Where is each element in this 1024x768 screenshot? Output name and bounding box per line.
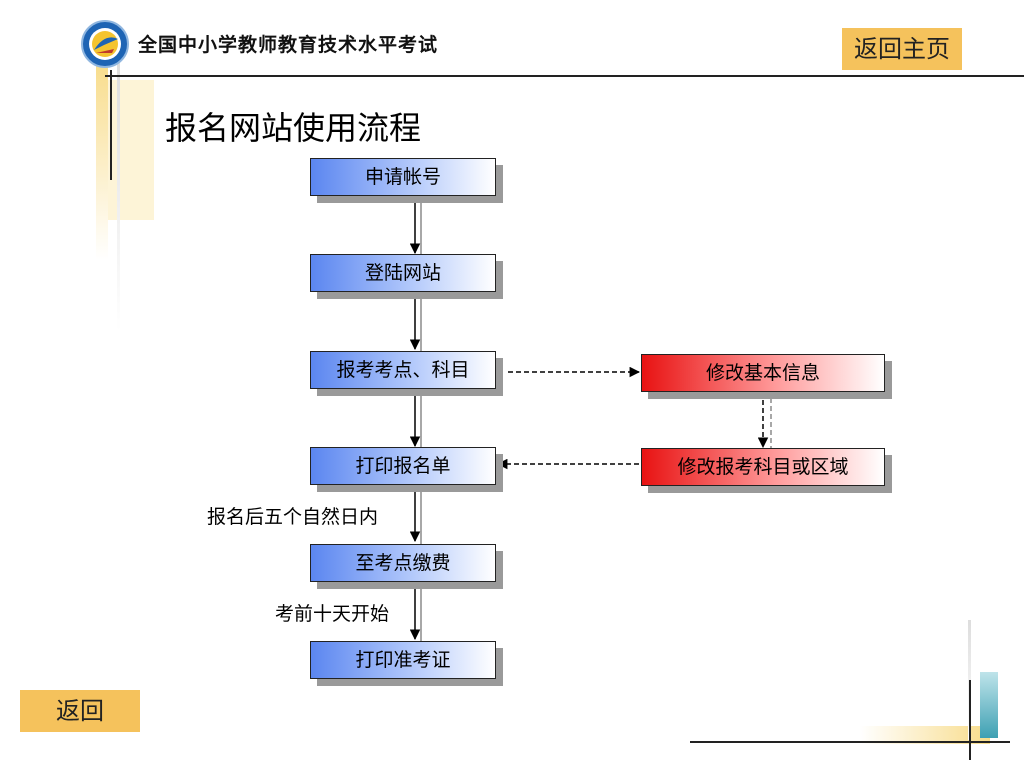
edge-label-within-five-days: 报名后五个自然日内	[207, 506, 379, 528]
step-print-admission-ticket: 打印准考证	[310, 641, 496, 679]
page-title: 报名网站使用流程	[165, 109, 422, 147]
step-register-site-subject: 报考考点、科目	[310, 351, 496, 389]
step-login-website: 登陆网站	[310, 254, 496, 292]
step-pay-at-site: 至考点缴费	[310, 544, 496, 582]
step-modify-subject-region: 修改报考科目或区域	[641, 448, 885, 486]
step-apply-account: 申请帐号	[310, 158, 496, 196]
back-button[interactable]: 返回	[20, 690, 140, 732]
home-button[interactable]: 返回主页	[842, 28, 962, 70]
header-title: 全国中小学教师教育技术水平考试	[138, 34, 439, 56]
step-print-registration: 打印报名单	[310, 447, 496, 485]
step-modify-basic-info: 修改基本信息	[641, 354, 885, 392]
edge-label-ten-days-before: 考前十天开始	[275, 603, 390, 625]
exam-logo-icon	[80, 19, 130, 69]
